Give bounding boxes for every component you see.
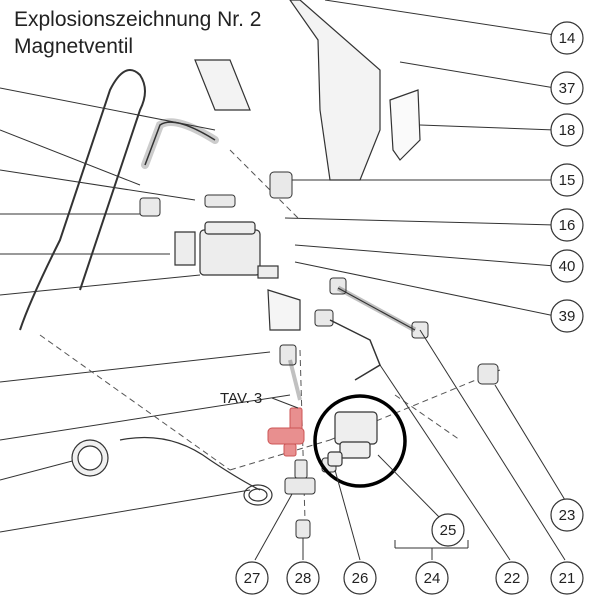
callout-label: 26 (352, 570, 369, 587)
callout-label: 18 (559, 122, 576, 139)
callout-circle (550, 208, 584, 242)
callout-circle (550, 163, 584, 197)
callout-circle (550, 71, 584, 105)
pipe-loop (19, 69, 146, 331)
highlighted-fitting (267, 407, 305, 457)
callout-circle (550, 21, 584, 55)
callout-label: 24 (424, 570, 441, 587)
callout-circle (550, 561, 584, 595)
callout-label: 37 (559, 80, 576, 97)
drawing-title: Explosionszeichnung Nr. 2 (14, 8, 262, 31)
callout-circle (495, 561, 529, 595)
fittings (139, 171, 499, 385)
callout-label: 28 (295, 570, 312, 587)
callout-label: 25 (440, 522, 457, 539)
t-fittings (284, 457, 337, 539)
callout-label: 27 (244, 570, 261, 587)
callout-circle (415, 561, 449, 595)
pump (174, 221, 301, 331)
callout-label: 21 (559, 570, 576, 587)
callout-label: 23 (559, 507, 576, 524)
callout-circle (550, 299, 584, 333)
left-leader-lines (0, 87, 291, 533)
manometer (71, 436, 273, 506)
callout-circle (550, 498, 584, 532)
callout-circle (550, 249, 584, 283)
callout-label: 22 (504, 570, 521, 587)
callout-circle (235, 561, 269, 595)
group-bracket (394, 540, 469, 560)
highlight-circle (313, 394, 407, 488)
callout-circle (550, 113, 584, 147)
callout-label: 39 (559, 308, 576, 325)
callout-label: 15 (559, 172, 576, 189)
callout-circle (343, 561, 377, 595)
callout-label: 16 (559, 217, 576, 234)
reference-label: TAV. 3 (220, 390, 262, 407)
callout-group: 14 37 18 15 16 40 39 23 25 24 22 21 26 28 27 (235, 21, 584, 595)
housing-bracket (194, 0, 421, 181)
callout-label: 40 (559, 258, 576, 275)
drawing-subtitle: Magnetventil (14, 35, 134, 58)
callout-label: 14 (559, 30, 576, 47)
callout-circle (286, 561, 320, 595)
callout-circle (431, 513, 465, 547)
solenoid-valve (327, 411, 378, 467)
